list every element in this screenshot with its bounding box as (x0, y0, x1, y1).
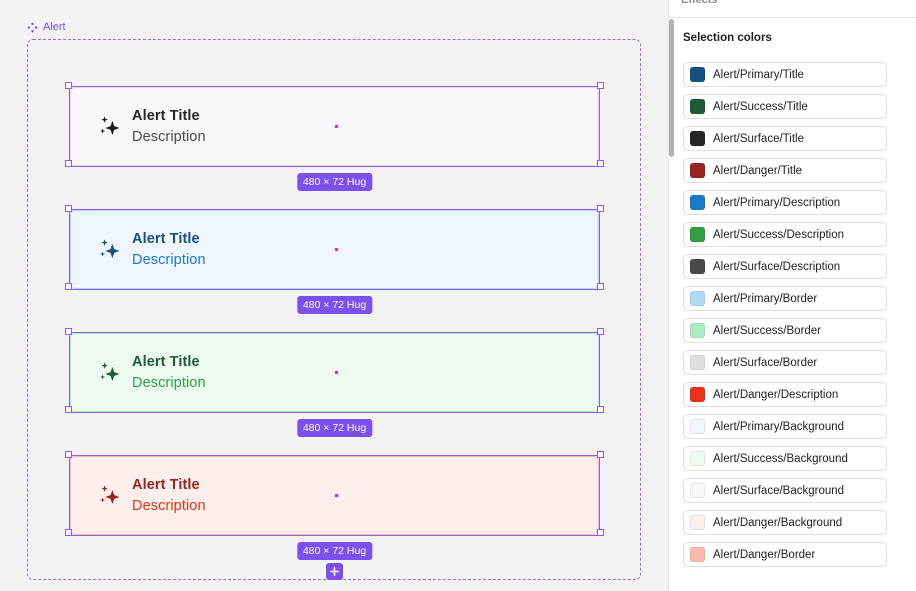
figma-component-diamond-icon (27, 21, 38, 33)
selection-color-row[interactable]: Alert/Surface/Description (683, 254, 887, 279)
color-style-name: Alert/Danger/Background (713, 516, 843, 529)
selection-color-row[interactable]: Alert/Surface/Border (683, 350, 887, 375)
size-badge: 480 × 72 Hug (296, 173, 373, 191)
annotation-dot-marker (335, 494, 338, 497)
alert-description: Description (132, 252, 206, 268)
color-swatch[interactable] (690, 163, 705, 178)
color-style-name: Alert/Surface/Title (713, 132, 804, 145)
properties-panel[interactable]: Effects Selection colors Alert/Primary/T… (668, 0, 916, 591)
annotation-dot-marker (335, 248, 338, 251)
selection-color-row[interactable]: Alert/Success/Background (683, 446, 887, 471)
color-style-name: Alert/Success/Description (713, 228, 845, 241)
selection-color-row[interactable]: Alert/Success/Border (683, 318, 887, 343)
sparkles-icon (97, 360, 123, 386)
alert-title: Alert Title (132, 477, 200, 493)
size-badge: 480 × 72 Hug (296, 296, 373, 314)
color-swatch[interactable] (690, 131, 705, 146)
color-style-name: Alert/Primary/Border (713, 292, 818, 305)
annotation-dot-marker (335, 125, 338, 128)
selection-color-row[interactable]: Alert/Primary/Title (683, 62, 887, 87)
size-badge: 480 × 72 Hug (296, 542, 373, 560)
component-set-label[interactable]: Alert (27, 21, 66, 33)
selection-color-row[interactable]: Alert/Primary/Border (683, 286, 887, 311)
color-style-name: Alert/Success/Title (713, 100, 808, 113)
effects-section-label: Effects (681, 0, 718, 6)
selection-color-row[interactable]: Alert/Primary/Background (683, 414, 887, 439)
color-swatch[interactable] (690, 195, 705, 210)
color-style-name: Alert/Surface/Background (713, 484, 845, 497)
size-badge: 480 × 72 Hug (296, 419, 373, 437)
color-swatch[interactable] (690, 67, 705, 82)
color-style-name: Alert/Danger/Border (713, 548, 816, 561)
color-style-name: Alert/Primary/Background (713, 420, 845, 433)
sparkles-icon (100, 238, 120, 258)
selection-color-row[interactable]: Alert/Success/Description (683, 222, 887, 247)
color-style-name: Alert/Surface/Description (713, 260, 841, 273)
color-swatch[interactable] (690, 483, 705, 498)
selection-color-row[interactable]: Alert/Danger/Border (683, 542, 887, 567)
color-style-name: Alert/Danger/Description (713, 388, 839, 401)
sparkles-icon (100, 115, 120, 135)
selection-color-row[interactable]: Alert/Primary/Description (683, 190, 887, 215)
plus-icon (330, 567, 339, 576)
color-swatch[interactable] (690, 387, 705, 402)
color-swatch[interactable] (690, 99, 705, 114)
color-style-name: Alert/Surface/Border (713, 356, 818, 369)
sparkles-icon (97, 114, 123, 140)
selection-colors-heading: Selection colors (683, 32, 772, 44)
color-style-name: Alert/Danger/Title (713, 164, 803, 177)
sparkles-icon (97, 237, 123, 263)
color-swatch[interactable] (690, 451, 705, 466)
color-swatch[interactable] (690, 547, 705, 562)
selection-color-row[interactable]: Alert/Danger/Description (683, 382, 887, 407)
color-swatch[interactable] (690, 355, 705, 370)
selection-color-row[interactable]: Alert/Danger/Title (683, 158, 887, 183)
selection-color-row[interactable]: Alert/Danger/Background (683, 510, 887, 535)
add-variant-button[interactable] (326, 563, 343, 580)
sparkles-icon (97, 483, 123, 509)
selection-color-row[interactable]: Alert/Surface/Title (683, 126, 887, 151)
alert-title: Alert Title (132, 231, 200, 247)
panel-scrollbar[interactable] (669, 19, 674, 157)
component-set-name: Alert (43, 21, 66, 33)
alert-description: Description (132, 498, 206, 514)
color-style-name: Alert/Primary/Description (713, 196, 841, 209)
color-style-name: Alert/Primary/Title (713, 68, 804, 81)
alert-title: Alert Title (132, 108, 200, 124)
color-swatch[interactable] (690, 259, 705, 274)
color-swatch[interactable] (690, 323, 705, 338)
color-style-name: Alert/Success/Border (713, 324, 822, 337)
sparkles-icon (100, 361, 120, 381)
sparkles-icon (100, 484, 120, 504)
alert-description: Description (132, 375, 206, 391)
color-style-name: Alert/Success/Background (713, 452, 848, 465)
color-swatch[interactable] (690, 419, 705, 434)
annotation-dot-marker (335, 371, 338, 374)
color-swatch[interactable] (690, 291, 705, 306)
alert-title: Alert Title (132, 354, 200, 370)
selection-color-row[interactable]: Alert/Success/Title (683, 94, 887, 119)
alert-description: Description (132, 129, 206, 145)
panel-section-divider (669, 17, 916, 18)
color-swatch[interactable] (690, 227, 705, 242)
color-swatch[interactable] (690, 515, 705, 530)
selection-color-row[interactable]: Alert/Surface/Background (683, 478, 887, 503)
